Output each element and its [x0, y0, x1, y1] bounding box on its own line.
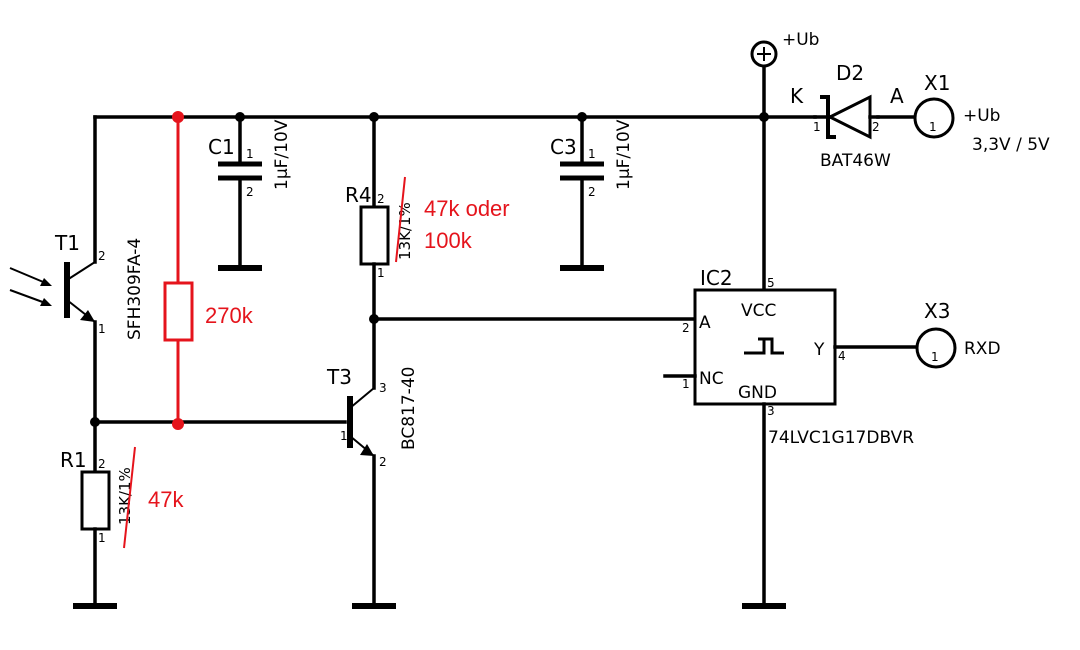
c1-value: 1µF/10V [272, 119, 292, 190]
supply-label: +Ub [782, 30, 819, 50]
c3-value: 1µF/10V [614, 119, 634, 190]
d2-ref: D2 [836, 61, 864, 85]
supply-symbol: +Ub [750, 30, 819, 68]
r1-new-value: 47k [148, 487, 184, 512]
c1-pin1: 1 [246, 147, 254, 161]
r4-new-value-line1: 47k oder [424, 196, 510, 221]
junction-dot [759, 112, 769, 122]
t3-pin-collector: 3 [379, 381, 387, 395]
ic2-buffer: IC2 VCC GND A NC Y 5 2 1 4 3 74LVC1G17DB… [663, 266, 922, 609]
c3-pin2: 2 [588, 185, 596, 199]
t1-value: SFH309FA-4 [125, 238, 145, 340]
junction-dot [90, 417, 100, 427]
t1-ref: T1 [54, 231, 80, 255]
x1-label: +Ub [963, 106, 1000, 126]
t3-pin-emitter: 2 [379, 455, 387, 469]
r4-ref: R4 [345, 183, 372, 207]
r1-old-value: 13K/1% [116, 467, 134, 525]
supply-rail-wires [93, 58, 917, 292]
r-added-value: 270k [205, 303, 254, 328]
connector-x3: X3 1 RXD [915, 299, 1001, 369]
d2-value: BAT46W [820, 151, 891, 171]
capacitor-c3: C3 1 2 1µF/10V [550, 115, 634, 271]
schmitt-trigger-icon [744, 337, 784, 355]
t3-pin-base: 1 [340, 429, 348, 443]
junction-dot [369, 112, 379, 122]
r1-pin1: 1 [98, 531, 106, 545]
ic2-pin2: 2 [682, 321, 690, 335]
r4-pin1: 1 [377, 266, 385, 280]
ic2-pin-nc-label: NC [699, 369, 724, 389]
ic2-pin-a-label: A [699, 313, 711, 333]
junction-dot [172, 111, 184, 123]
x1-pin: 1 [929, 120, 937, 134]
ic2-pin4: 4 [838, 349, 846, 363]
d2-cathode-label: K [790, 84, 804, 108]
ic2-pin-y-label: Y [813, 340, 825, 360]
c3-ref: C3 [550, 135, 577, 159]
connector-x1: X1 1 +Ub 3,3V / 5V [913, 71, 1050, 155]
x3-label: RXD [964, 339, 1001, 359]
r1-ref: R1 [60, 448, 87, 472]
ic2-pin3: 3 [767, 404, 775, 418]
d2-pin1: 1 [813, 120, 821, 134]
ic2-ref: IC2 [700, 266, 733, 290]
phototransistor-t1: T1 2 1 SFH309FA-4 [9, 115, 145, 424]
capacitor-c1: C1 1 2 1µF/10V [208, 115, 292, 271]
ic2-pin-gnd-label: GND [738, 383, 777, 403]
resistor-r4: R4 2 1 13K/1% 47k oder 100k [345, 115, 510, 390]
transistor-t3: T3 3 1 2 BC817-40 [326, 365, 419, 609]
t3-value: BC817-40 [399, 367, 419, 450]
d2-anode-label: A [890, 84, 904, 108]
resistor-r1: R1 2 1 13K/1% 47k [60, 420, 184, 609]
junction-dot [577, 112, 587, 122]
r1-pin2: 2 [98, 457, 106, 471]
t3-ref: T3 [326, 365, 352, 389]
junction-dot [235, 112, 245, 122]
junction-dot [369, 314, 379, 324]
c1-pin2: 2 [246, 185, 254, 199]
r4-pin2: 2 [377, 192, 385, 206]
d2-pin2: 2 [872, 120, 880, 134]
x1-voltage: 3,3V / 5V [972, 135, 1050, 155]
r4-new-value-line2: 100k [424, 228, 473, 253]
junctions [90, 111, 769, 430]
ic2-pin5: 5 [767, 276, 775, 290]
ic2-pin1: 1 [682, 377, 690, 391]
resistor-270k: 270k [163, 117, 254, 424]
diode-d2: D2 K A 1 2 BAT46W [790, 61, 904, 171]
ic2-value: 74LVC1G17DBVR [768, 428, 914, 448]
x3-pin: 1 [931, 350, 939, 364]
x3-ref: X3 [924, 299, 950, 323]
c1-ref: C1 [208, 135, 235, 159]
t1-pin-collector: 2 [98, 249, 106, 263]
c3-pin1: 1 [588, 147, 596, 161]
t1-pin-emitter: 1 [98, 322, 106, 336]
x1-ref: X1 [924, 71, 950, 95]
junction-dot [172, 418, 184, 430]
ic2-pin-vcc-label: VCC [741, 301, 776, 321]
